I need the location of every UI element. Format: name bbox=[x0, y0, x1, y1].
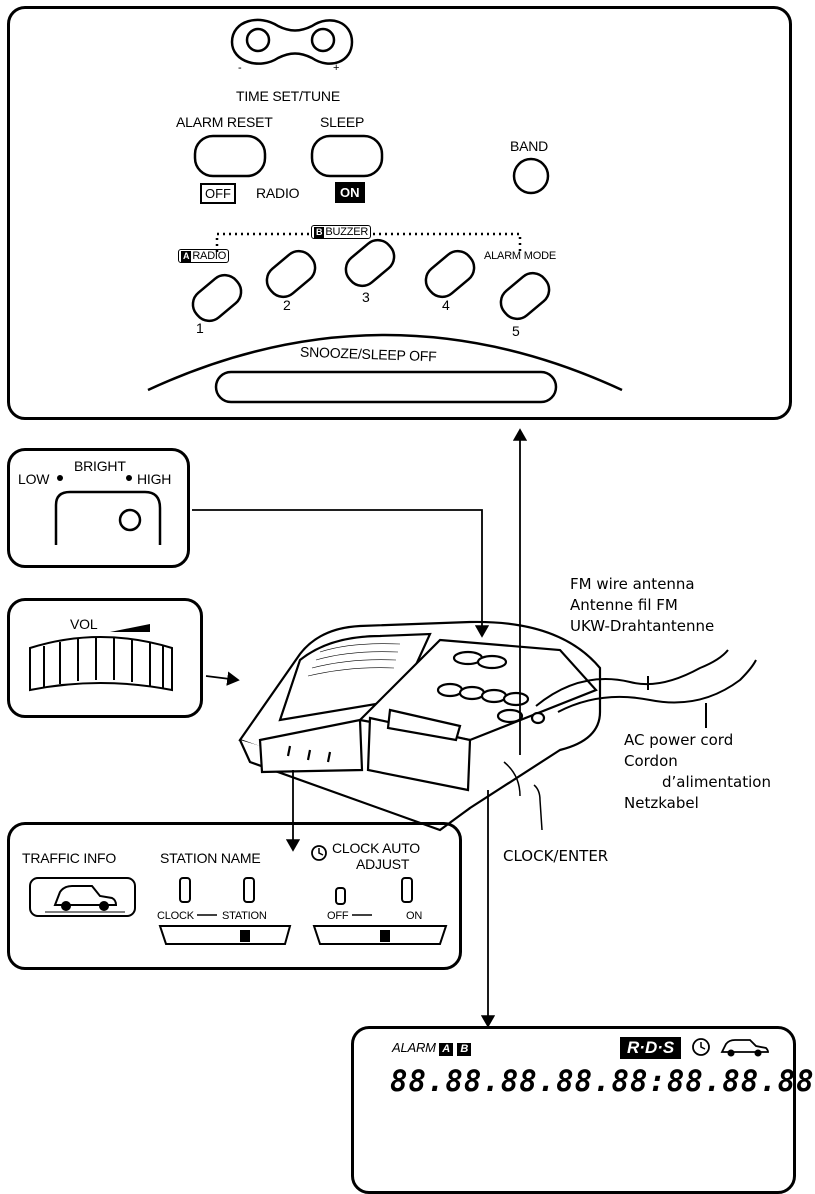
alarm-b-badge: B bbox=[457, 1043, 472, 1056]
sleep-label: SLEEP bbox=[320, 114, 365, 130]
station-name-label: STATION NAME bbox=[160, 850, 261, 866]
clock-label: CLOCK bbox=[157, 910, 194, 922]
bottom-switch-panel bbox=[7, 822, 462, 970]
low-label: LOW bbox=[18, 471, 50, 487]
station-label: STATION bbox=[222, 910, 267, 922]
buzzer-text: BUZZER bbox=[325, 226, 369, 238]
high-label: HIGH bbox=[137, 471, 172, 487]
on-label: ON bbox=[406, 910, 423, 922]
control-panel-top bbox=[7, 6, 792, 420]
off-label: OFF bbox=[327, 910, 349, 922]
time-set-tune-label: TIME SET/TUNE bbox=[236, 88, 340, 104]
clock-auto-label-1: CLOCK AUTO bbox=[332, 840, 420, 856]
clock-auto-label-2: ADJUST bbox=[356, 856, 410, 872]
clock-radio-device bbox=[238, 620, 602, 832]
radio-label: RADIO bbox=[256, 185, 300, 201]
minus-label: - bbox=[238, 62, 242, 74]
bright-panel bbox=[7, 448, 190, 568]
preset-3: 3 bbox=[362, 289, 370, 305]
plus-label: + bbox=[333, 62, 340, 74]
bright-label: BRIGHT bbox=[74, 458, 126, 474]
alarm-a-badge: A bbox=[439, 1043, 453, 1056]
off-tag: OFF bbox=[200, 183, 236, 204]
time-set-knob bbox=[230, 18, 354, 65]
buzzer-badge: B bbox=[314, 227, 325, 238]
snooze-bar bbox=[214, 370, 558, 404]
preset-4: 4 bbox=[442, 297, 450, 313]
radio-preset-text: RADIO bbox=[192, 250, 227, 262]
lcd-segments: 88.88.88.88.88:88.88.88 bbox=[390, 1064, 815, 1098]
preset-5: 5 bbox=[512, 323, 520, 339]
on-tag: ON bbox=[335, 182, 365, 203]
vol-wheel bbox=[29, 636, 173, 692]
vol-panel bbox=[7, 598, 203, 718]
alarm-reset-label: ALARM RESET bbox=[176, 114, 273, 130]
alarm-mode-label: ALARM MODE bbox=[484, 250, 556, 262]
band-button bbox=[512, 157, 550, 195]
traffic-info-label: TRAFFIC INFO bbox=[22, 850, 117, 866]
sleep-button bbox=[310, 134, 384, 178]
preset-1: 1 bbox=[196, 320, 204, 336]
preset-2: 2 bbox=[283, 297, 291, 313]
rds-badge: R·D·S bbox=[620, 1037, 682, 1059]
display-panel bbox=[351, 1026, 796, 1194]
band-label: BAND bbox=[510, 138, 549, 154]
clock-enter-label: CLOCK/ENTER bbox=[503, 847, 609, 865]
vol-label: VOL bbox=[70, 616, 98, 632]
radio-badge: A bbox=[181, 251, 192, 262]
alarm-reset-button bbox=[193, 134, 267, 178]
alarm-display-label: ALARM A B bbox=[392, 1040, 472, 1056]
power-cord-label: AC power cord Cordon d’alimentation Netz… bbox=[624, 731, 771, 812]
antenna-label: FM wire antenna Antenne fil FM UKW-Draht… bbox=[570, 575, 715, 635]
